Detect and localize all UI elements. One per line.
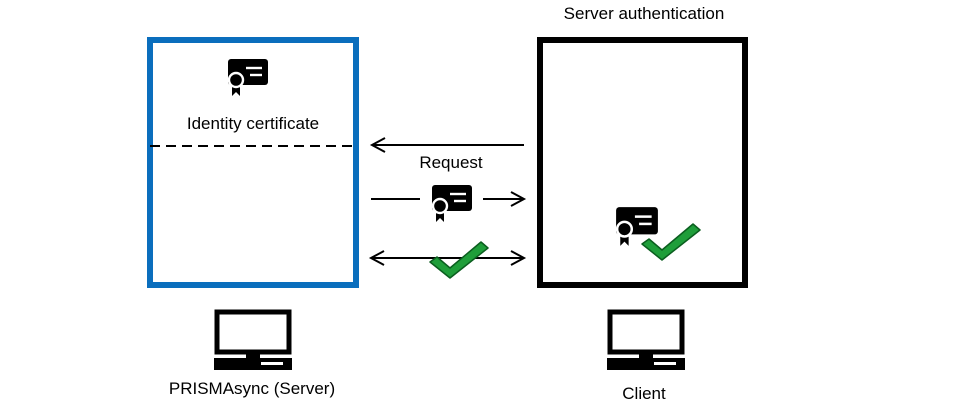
identity-certificate-label: Identity certificate bbox=[187, 114, 319, 133]
client-computer-icon bbox=[607, 312, 685, 370]
client-certificate-icon bbox=[614, 205, 660, 247]
request-label: Request bbox=[419, 153, 483, 172]
transfer-certificate-icon bbox=[430, 183, 474, 223]
diagram-title: Server authentication bbox=[564, 4, 725, 23]
client-box bbox=[537, 37, 748, 288]
server-computer-icon bbox=[214, 312, 292, 370]
verified-checkmark-icon bbox=[429, 241, 489, 279]
client-computer-label: Client bbox=[622, 384, 666, 403]
server-box bbox=[147, 37, 359, 288]
server-computer-label: PRISMAsync (Server) bbox=[169, 379, 335, 398]
request-arrow bbox=[369, 137, 524, 153]
certificate-arrow bbox=[371, 191, 527, 207]
verified-arrow bbox=[368, 250, 527, 266]
certificate-icon bbox=[226, 57, 270, 97]
